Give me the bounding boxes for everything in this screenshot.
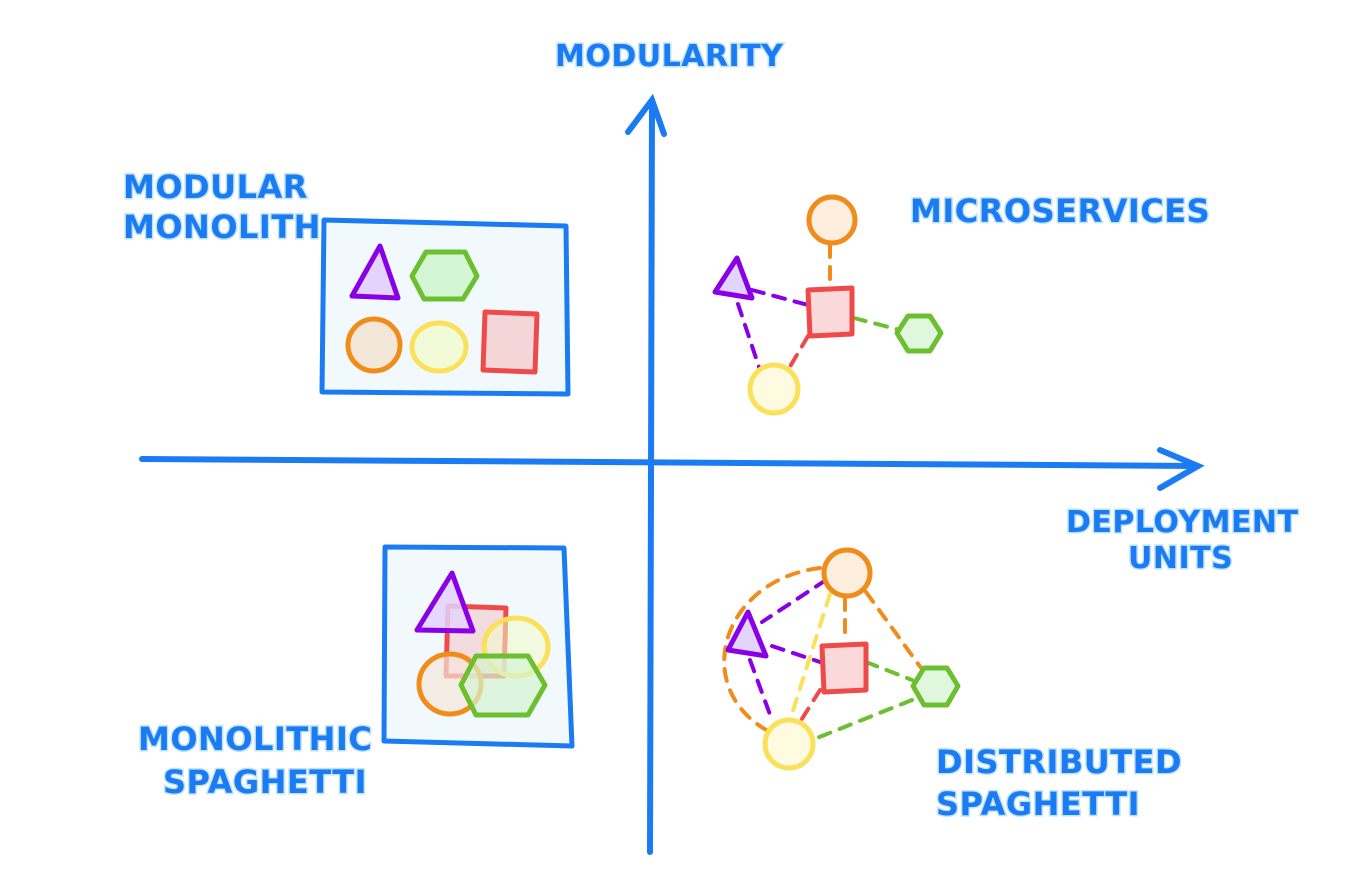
x-axis-label-line2: UNITS [1128, 541, 1233, 576]
hexagon-service-icon [910, 665, 961, 708]
orange-service-icon [821, 547, 873, 599]
square-service-icon [805, 285, 855, 339]
x-axis-arrowhead-icon [1157, 447, 1205, 491]
modular-monolith-label-line2: MONOLITH [123, 208, 321, 246]
hexagon-service-icon [894, 313, 944, 354]
hexagon-icon [409, 249, 480, 302]
triangle-icon [414, 570, 476, 634]
x-axis-label-line1: DEPLOYMENT [1066, 505, 1299, 540]
y-axis [647, 97, 655, 855]
monolithic-spaghetti-label-line1: MONOLITHIC [138, 720, 372, 758]
monolithic-spaghetti-illustration [381, 544, 575, 749]
distributed-spaghetti-label-line2: SPAGHETTI [936, 785, 1140, 823]
triangle-service-icon [725, 609, 769, 659]
hexagon-icon [458, 653, 548, 718]
microservices-label: MICROSERVICES [910, 192, 1210, 230]
square-service-icon [819, 641, 869, 695]
y-axis-label: MODULARITY [555, 39, 784, 74]
y-axis-arrowhead-icon [625, 93, 667, 137]
yellow-service-icon [762, 717, 816, 771]
triangle-service-icon [712, 255, 755, 301]
yellow-service-icon [747, 362, 801, 416]
axes [139, 93, 1205, 855]
modular-monolith-illustration [319, 217, 571, 397]
triangle-icon [349, 243, 401, 301]
square-icon [480, 309, 540, 375]
x-axis [139, 456, 1201, 469]
monolithic-spaghetti-label-line2: SPAGHETTI [163, 763, 367, 801]
orange-service-icon [806, 194, 858, 246]
yellow-circle-icon [409, 320, 469, 374]
microservices-illustration [712, 194, 944, 416]
distributed-spaghetti-label-line1: DISTRIBUTED [936, 743, 1182, 781]
orange-circle-icon [345, 316, 403, 374]
modular-monolith-label-line1: MODULAR [123, 168, 308, 206]
distributed-spaghetti-illustration [722, 547, 961, 771]
